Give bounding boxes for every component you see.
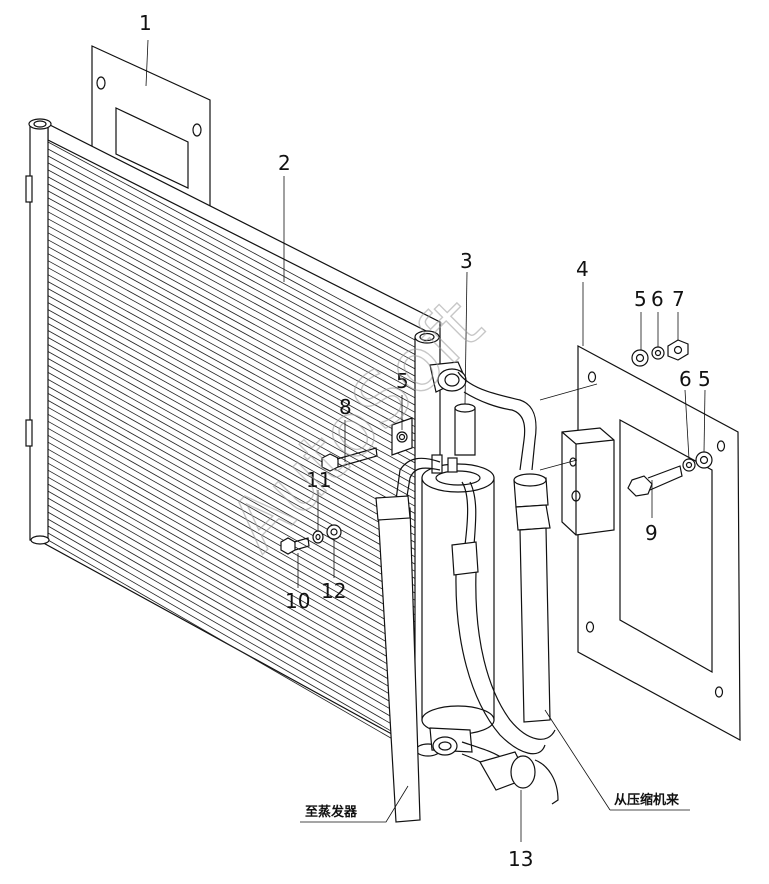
callout-6-top: 6 <box>651 287 664 311</box>
condenser-fin <box>47 420 416 630</box>
condenser-fin <box>47 504 416 717</box>
condenser-fin <box>47 448 416 659</box>
condenser-fin <box>47 330 416 536</box>
condenser-fin <box>47 455 416 666</box>
receiver-drier <box>421 454 495 756</box>
condenser-fins <box>47 141 416 753</box>
condenser-fin <box>47 281 416 485</box>
condenser-fin <box>47 462 416 673</box>
condenser-fin <box>47 539 416 753</box>
condenser-fin <box>47 316 416 522</box>
condenser-fin <box>47 274 416 478</box>
condenser-fin <box>47 337 416 543</box>
refrigerant-pipes <box>375 371 559 823</box>
condenser-fin <box>47 441 416 652</box>
callout-labels: 1 2 3 4 5 6 7 5 6 5 8 9 11 10 12 13 <box>139 11 711 871</box>
condenser-fin <box>47 302 416 507</box>
callout-12: 12 <box>321 579 346 603</box>
condenser-fin <box>47 190 416 391</box>
condenser-fin <box>47 309 416 514</box>
condenser-fin <box>47 518 416 731</box>
condenser-fin <box>47 490 416 702</box>
callout-2: 2 <box>278 151 291 175</box>
condenser-fin <box>47 351 416 558</box>
tank-bracket <box>391 417 413 456</box>
condenser-fin <box>47 239 416 442</box>
condenser-fin <box>47 344 416 550</box>
callout-5-right: 5 <box>698 367 711 391</box>
note-to-evaporator: 至蒸发器 <box>305 804 358 820</box>
bolt-8 <box>321 447 378 472</box>
condenser-fin <box>47 386 416 594</box>
condenser-fin <box>47 218 416 420</box>
note-from-compressor: 从压缩机来 <box>614 792 680 808</box>
callout-11: 11 <box>306 468 331 492</box>
condenser-fin <box>47 400 416 608</box>
condenser-fin <box>47 232 416 435</box>
condenser-fin <box>47 176 416 377</box>
condenser-fin <box>47 162 416 363</box>
callout-7: 7 <box>672 287 685 311</box>
condenser-fin <box>47 225 416 428</box>
condenser-fin <box>47 253 416 456</box>
condenser-fin <box>47 141 416 341</box>
callout-8: 8 <box>339 395 352 419</box>
callout-10: 10 <box>285 589 310 613</box>
callout-6-right: 6 <box>679 367 692 391</box>
condenser-fin <box>47 372 416 579</box>
callout-4: 4 <box>576 257 589 281</box>
condenser-fin <box>47 379 416 587</box>
condenser-fin <box>47 204 416 406</box>
callout-9: 9 <box>645 521 658 545</box>
fasteners <box>280 339 713 555</box>
condenser-fin <box>47 406 416 616</box>
condenser-fin <box>47 211 416 413</box>
condenser-fin <box>47 295 416 500</box>
condenser-fin <box>47 483 416 695</box>
condenser-fin <box>47 427 416 637</box>
condenser-fin <box>47 413 416 623</box>
leader-lines <box>145 39 706 842</box>
condenser-fin <box>47 183 416 384</box>
callout-3: 3 <box>460 249 473 273</box>
condenser-fin <box>47 497 416 709</box>
condenser-fin <box>47 169 416 370</box>
mounting-plate-right <box>561 344 741 742</box>
callout-13: 13 <box>508 847 533 871</box>
bolt-10 <box>280 537 310 555</box>
condenser-fin <box>47 393 416 601</box>
bolt-9 <box>627 465 683 497</box>
condenser-fin <box>47 434 416 644</box>
condenser-fin <box>47 358 416 565</box>
callout-5-top: 5 <box>634 287 647 311</box>
condenser-fin <box>47 532 416 746</box>
condenser-fin <box>47 323 416 529</box>
callout-1: 1 <box>139 11 152 35</box>
condenser-fin <box>47 469 416 681</box>
condenser-fin <box>47 267 416 471</box>
condenser-fin <box>47 525 416 738</box>
condenser-fin <box>47 155 416 355</box>
callout-5-left: 5 <box>396 369 409 393</box>
condenser-fin <box>47 197 416 399</box>
condenser-fin <box>47 365 416 572</box>
condenser-fin <box>47 148 416 348</box>
condenser-fin <box>47 260 416 464</box>
condenser-fin <box>47 288 416 493</box>
condenser-fin <box>47 511 416 724</box>
condenser-fin <box>47 476 416 688</box>
condenser-fin <box>47 246 416 449</box>
